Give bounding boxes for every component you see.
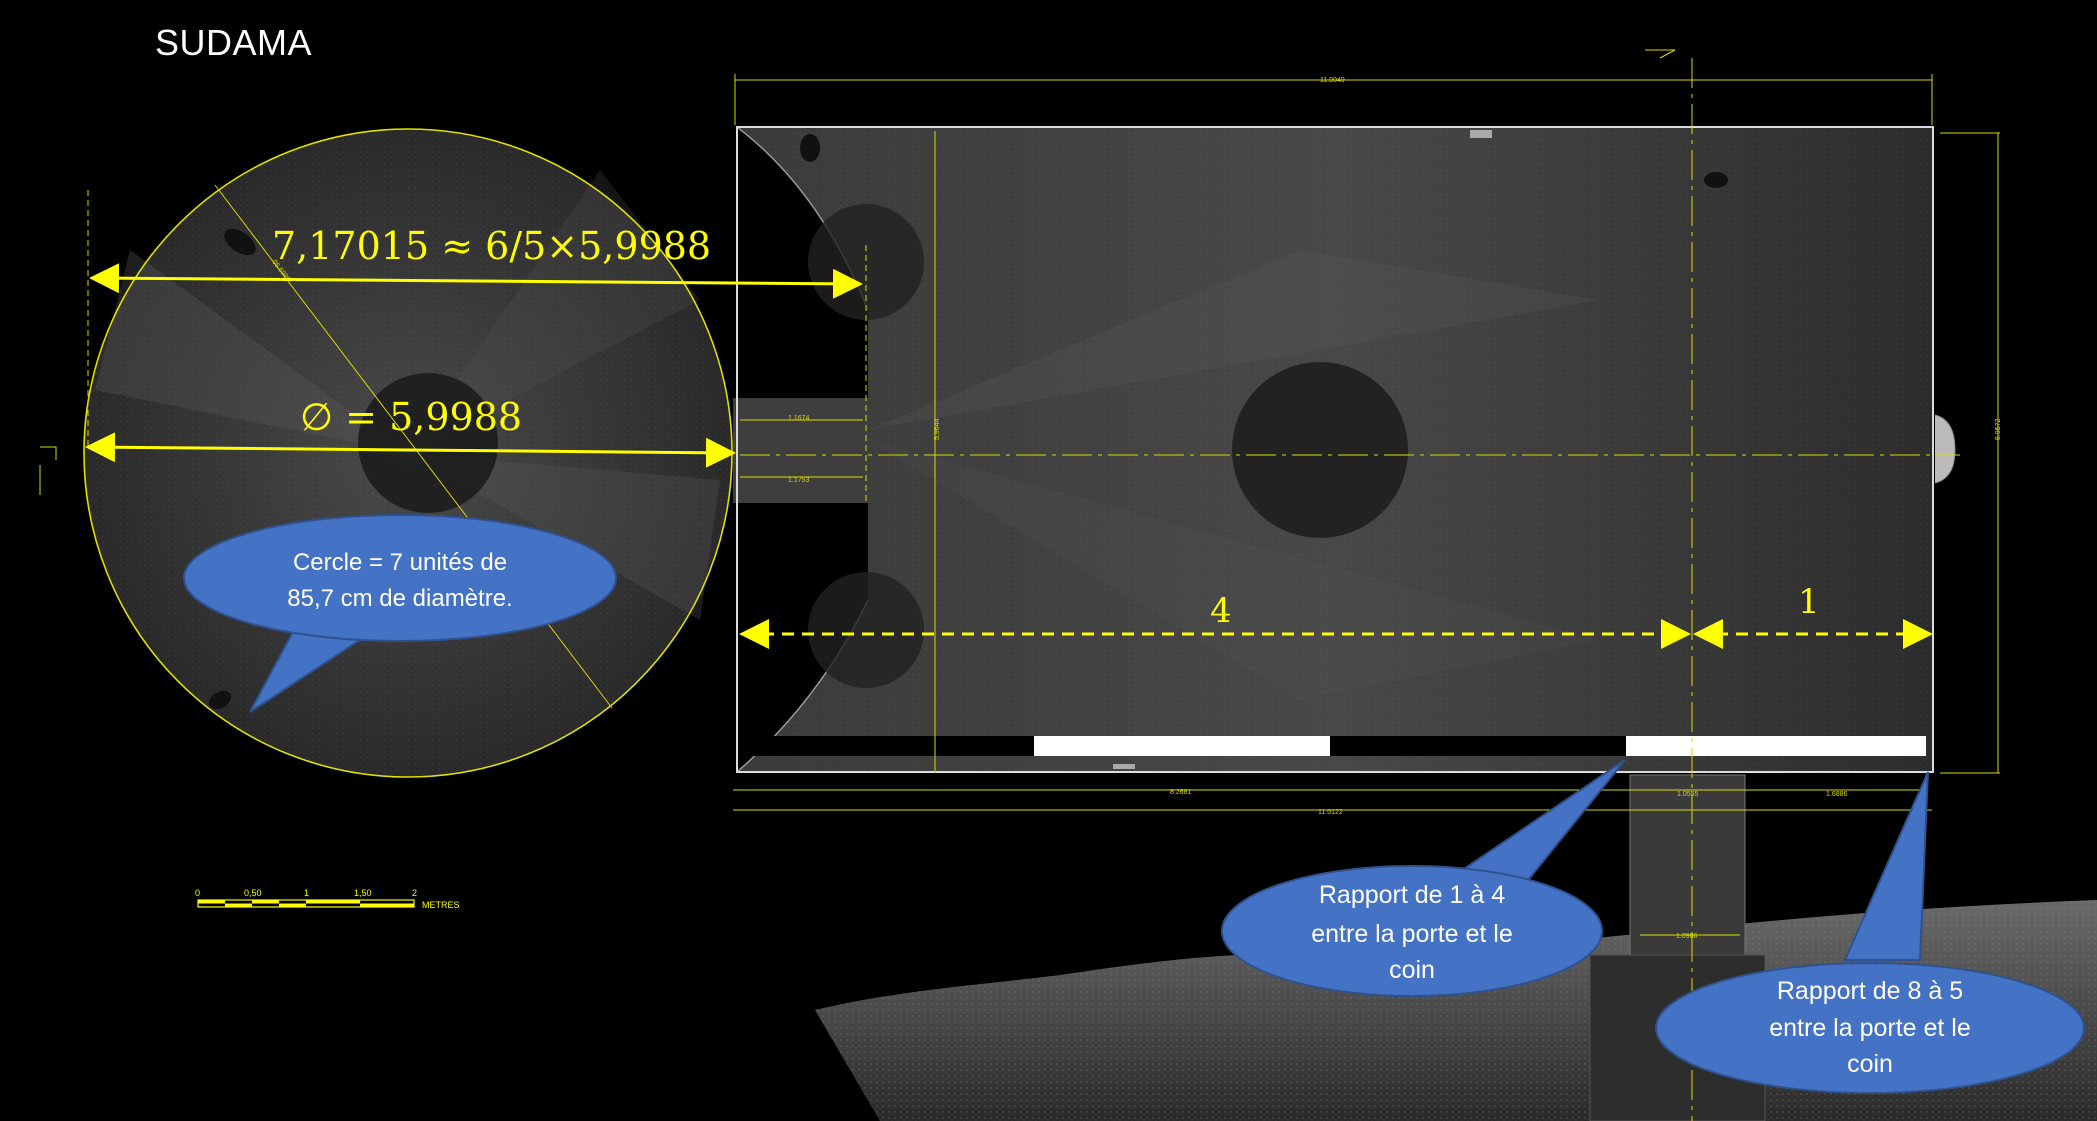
callout-door-8-5-line-1: Rapport de 8 à 5 (1777, 977, 1963, 1005)
scale-tick-0: 0 (195, 888, 200, 898)
diameter-label: ∅ = 5,9988 (300, 395, 522, 439)
dim-bottom-left: 8.2681 (1170, 789, 1192, 796)
dim-porch-top: 1.1674 (788, 415, 810, 422)
site-title: SUDAMA (155, 22, 313, 63)
ratio-4-label: 4 (1210, 591, 1232, 631)
callout-door-8-5: Rapport de 8 à 5 entre la porte et le co… (1655, 771, 2085, 1094)
scale-tick-4: 2 (412, 888, 417, 898)
callout-door-1-4: Rapport de 1 à 4 entre la porte et le co… (1221, 759, 1626, 997)
dim-right-height: 5.9572 (1995, 418, 2002, 440)
scale-tick-3: 1,50 (354, 888, 372, 898)
dim-bottom-door: 1.0555 (1677, 791, 1699, 798)
callout-door-1-4-line-1: Rapport de 1 à 4 (1319, 881, 1505, 909)
callout-door-1-4-line-2: entre la porte et le (1311, 920, 1513, 948)
metre-scale-bar: 0 0,50 1 1,50 2 METRES (195, 888, 460, 910)
rectangular-hall (736, 126, 1956, 773)
callout-door-8-5-line-2: entre la porte et le (1769, 1014, 1971, 1042)
connector-porch (733, 398, 868, 503)
measurement-arrows (85, 263, 1933, 649)
dim-bottom-total: 11.0122 (1318, 809, 1343, 816)
hall-pillar-top (808, 204, 924, 320)
arrow-formula (89, 263, 863, 299)
scale-unit: METRES (422, 900, 460, 910)
formula-label: 7,17015 ≈ 6/5×5,9988 (272, 224, 711, 268)
scale-strip (738, 736, 1926, 756)
annotation-texts: 7,17015 ≈ 6/5×5,9988 ∅ = 5,9988 4 1 (272, 224, 1820, 631)
circle-central-pillar (358, 373, 498, 513)
callout-door-8-5-line-3: coin (1847, 1050, 1893, 1078)
door-passage (1629, 774, 1746, 956)
dim-bottom-right: 1.6886 (1826, 791, 1848, 798)
hall-central-pillar (1232, 362, 1408, 538)
dim-top-total: 11.0049 (1320, 77, 1345, 84)
arrow-diameter (85, 432, 736, 468)
callout-circle-line-1: Cercle = 7 unités de (293, 549, 507, 576)
dim-porch-bottom: 1.1753 (788, 477, 810, 484)
hall-pillar-bottom (808, 572, 924, 688)
callout-door-1-4-line-3: coin (1389, 956, 1435, 984)
dim-door-bottom: 1.0986 (1676, 933, 1698, 940)
ratio-1-label: 1 (1798, 582, 1820, 622)
scale-tick-1: 0,50 (244, 888, 262, 898)
callout-circle: Cercle = 7 unités de 85,7 cm de diamètre… (183, 514, 617, 713)
circle-niche-2 (208, 690, 232, 710)
scale-tick-2: 1 (304, 888, 309, 898)
circle-niche-1 (224, 228, 256, 256)
callout-circle-line-2: 85,7 cm de diamètre. (287, 585, 512, 612)
dim-center-height: 5.9644 (934, 418, 941, 440)
